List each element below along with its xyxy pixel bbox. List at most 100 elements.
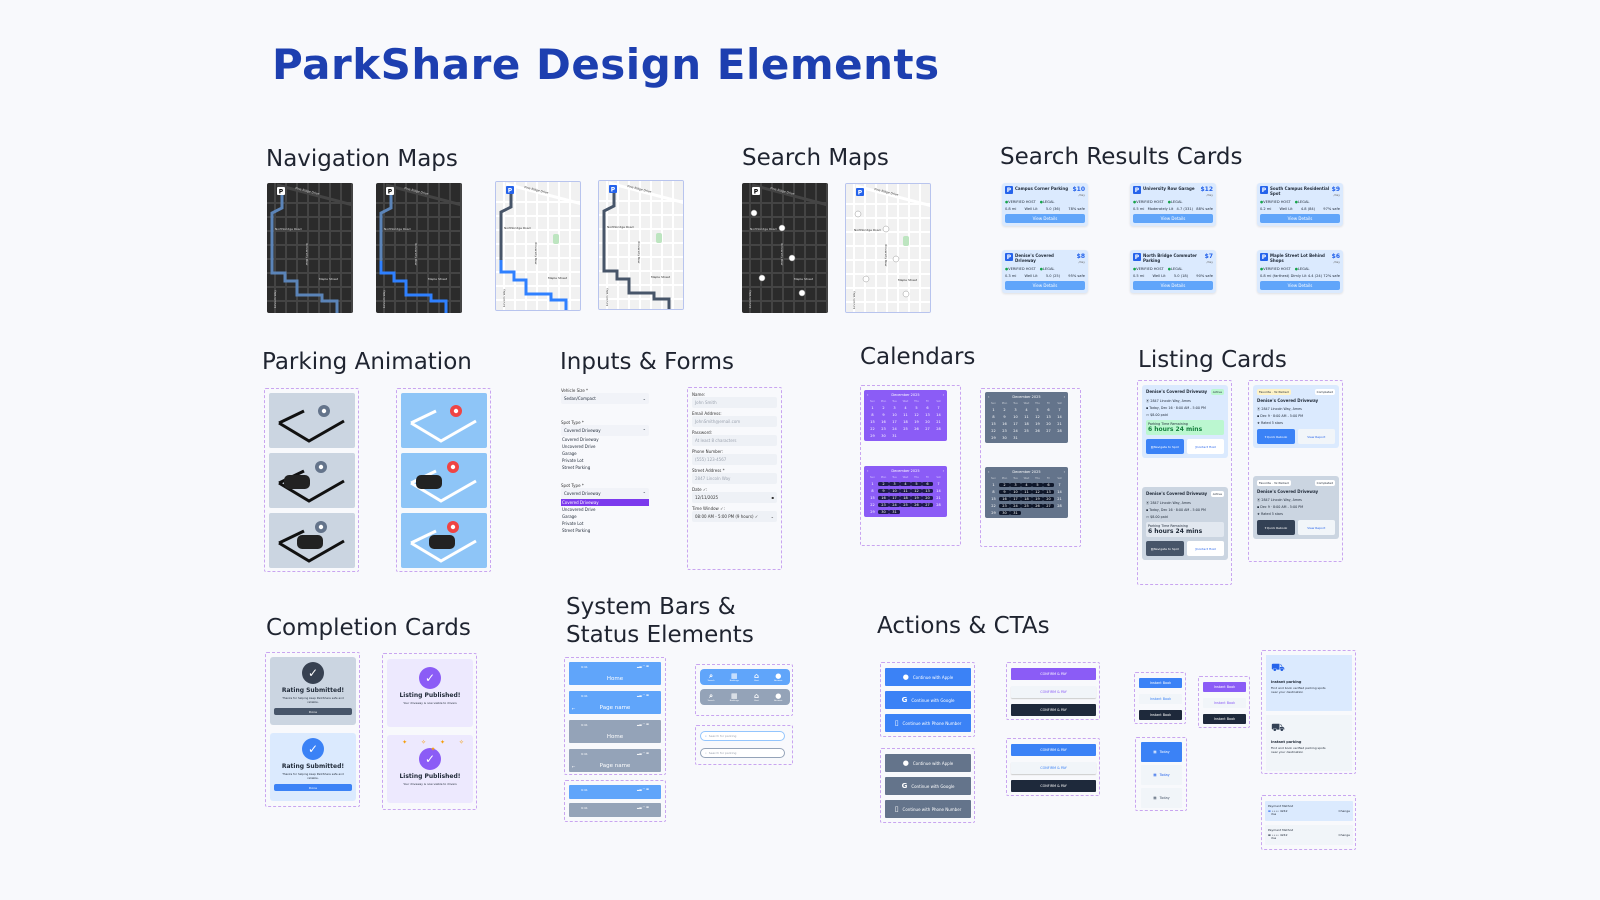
- spot-type-select[interactable]: Covered Driveway⌃: [561, 425, 649, 436]
- calendar-day[interactable]: 17: [1013, 422, 1018, 426]
- tab-bookings[interactable]: ▦Bookings: [729, 691, 739, 702]
- calendar-day[interactable]: 23: [881, 427, 886, 431]
- confirm-pay-button[interactable]: CONFIRM & PAY: [1011, 704, 1096, 716]
- calendar-day[interactable]: 18: [1024, 422, 1029, 426]
- instant-book-button[interactable]: Instant Book: [1139, 710, 1182, 720]
- calendar-day[interactable]: 27: [922, 503, 933, 507]
- dropdown-option[interactable]: Garage: [561, 450, 649, 457]
- calendar-day[interactable]: 31: [892, 434, 897, 438]
- contact-host-button[interactable]: ▯ Contact Host: [1186, 439, 1224, 454]
- calendar-day[interactable]: 13: [922, 489, 933, 493]
- calendar-day[interactable]: 29: [870, 434, 875, 438]
- quick-rebook-button[interactable]: ✦ Quick Rebook: [1257, 520, 1295, 535]
- view-details-button[interactable]: View Details: [1260, 281, 1340, 290]
- calendar-day[interactable]: 2: [882, 406, 885, 410]
- calendar-day[interactable]: 21: [1057, 497, 1062, 501]
- calendar-day[interactable]: 28: [1057, 504, 1062, 508]
- calendar-day[interactable]: 10: [1013, 415, 1018, 419]
- confirm-pay-button[interactable]: CONFIRM & PAY: [1011, 668, 1096, 680]
- calendar-day[interactable]: 30: [1002, 436, 1007, 440]
- calendar-day[interactable]: 31: [889, 510, 900, 514]
- calendar-day[interactable]: 25: [903, 427, 908, 431]
- calendar-day[interactable]: 24: [1013, 429, 1018, 433]
- dropdown-option[interactable]: Street Parking: [561, 464, 649, 471]
- calendar-day[interactable]: 22: [870, 427, 875, 431]
- dropdown-option[interactable]: Garage: [561, 513, 649, 520]
- continue-with-phone-button[interactable]: ▯Continue with Phone Number: [885, 714, 971, 732]
- text-input[interactable]: JohnSmith@email.com: [692, 416, 777, 427]
- calendar-day[interactable]: 5: [911, 482, 922, 486]
- tab-search[interactable]: ⌕Search: [707, 671, 715, 682]
- calendar-day[interactable]: 12: [1035, 415, 1040, 419]
- calendar-day[interactable]: 30: [878, 510, 889, 514]
- calendar-day[interactable]: 7: [1058, 483, 1061, 487]
- confirm-pay-button[interactable]: CONFIRM & PAY: [1011, 744, 1096, 756]
- done-button[interactable]: Done: [274, 708, 352, 715]
- calendar-day[interactable]: 2: [1003, 408, 1006, 412]
- today-button[interactable]: ▦Today: [1141, 788, 1182, 808]
- calendar-day[interactable]: 15: [870, 420, 875, 424]
- text-input[interactable]: John Smith: [692, 397, 777, 408]
- calendar-day[interactable]: 14: [936, 413, 941, 417]
- dropdown-option[interactable]: Covered Driveway: [561, 436, 649, 443]
- calendar-day[interactable]: 15: [991, 497, 996, 501]
- calendar-day[interactable]: 3: [889, 482, 900, 486]
- calendar-day[interactable]: 12: [914, 413, 919, 417]
- calendar-day[interactable]: 9: [878, 489, 889, 493]
- calendar-day[interactable]: 19: [914, 420, 919, 424]
- calendar-day[interactable]: 13: [1043, 490, 1054, 494]
- calendar-day[interactable]: 18: [903, 420, 908, 424]
- next-month-icon[interactable]: ›: [942, 469, 944, 473]
- calendar-day[interactable]: 22: [991, 429, 996, 433]
- next-month-icon[interactable]: ›: [1063, 395, 1065, 399]
- calendar-day[interactable]: 7: [1058, 408, 1061, 412]
- prev-month-icon[interactable]: ‹: [867, 393, 869, 397]
- calendar-day[interactable]: 29: [991, 511, 996, 515]
- calendar-day[interactable]: 13: [1046, 415, 1051, 419]
- calendar-day[interactable]: 27: [1046, 429, 1051, 433]
- calendar-day[interactable]: 5: [1036, 408, 1039, 412]
- calendar-day[interactable]: 30: [881, 434, 886, 438]
- calendar-day[interactable]: 5: [1032, 483, 1043, 487]
- calendar-day[interactable]: 13: [925, 413, 930, 417]
- calendar-day[interactable]: 27: [1043, 504, 1054, 508]
- view-details-button[interactable]: View Details: [1133, 281, 1213, 290]
- calendar-day[interactable]: 25: [900, 503, 911, 507]
- calendar-day[interactable]: 1: [871, 406, 874, 410]
- calendar-day[interactable]: 28: [1057, 429, 1062, 433]
- view-report-button[interactable]: View Report: [1297, 520, 1335, 535]
- calendar-day[interactable]: 21: [936, 496, 941, 500]
- calendar-day[interactable]: 14: [1057, 415, 1062, 419]
- prev-month-icon[interactable]: ‹: [988, 395, 990, 399]
- calendar-day[interactable]: 7: [937, 482, 940, 486]
- dropdown-option[interactable]: Uncovered Drive: [561, 506, 649, 513]
- calendar-day[interactable]: 27: [925, 427, 930, 431]
- view-report-button[interactable]: View Report: [1297, 429, 1335, 444]
- calendar-day[interactable]: 17: [892, 420, 897, 424]
- calendar-day[interactable]: 28: [936, 427, 941, 431]
- calendar-day[interactable]: 8: [992, 415, 995, 419]
- calendar-day[interactable]: 16: [1002, 422, 1007, 426]
- calendar-day[interactable]: 17: [1010, 497, 1021, 501]
- calendar-day[interactable]: 4: [904, 406, 907, 410]
- calendar-day[interactable]: 9: [999, 490, 1010, 494]
- calendar-day[interactable]: 2: [999, 483, 1010, 487]
- calendar-day[interactable]: 14: [1057, 490, 1062, 494]
- calendar-day[interactable]: 21: [936, 420, 941, 424]
- calendar-day[interactable]: 10: [889, 489, 900, 493]
- calendar-day[interactable]: 14: [936, 489, 941, 493]
- instant-book-button[interactable]: Instant Book: [1203, 682, 1246, 692]
- calendar-day[interactable]: 9: [882, 413, 885, 417]
- dropdown-option[interactable]: Street Parking: [561, 527, 649, 534]
- calendar-day[interactable]: 15: [991, 422, 996, 426]
- calendar-day[interactable]: 19: [911, 496, 922, 500]
- calendar-day[interactable]: 31: [1013, 436, 1018, 440]
